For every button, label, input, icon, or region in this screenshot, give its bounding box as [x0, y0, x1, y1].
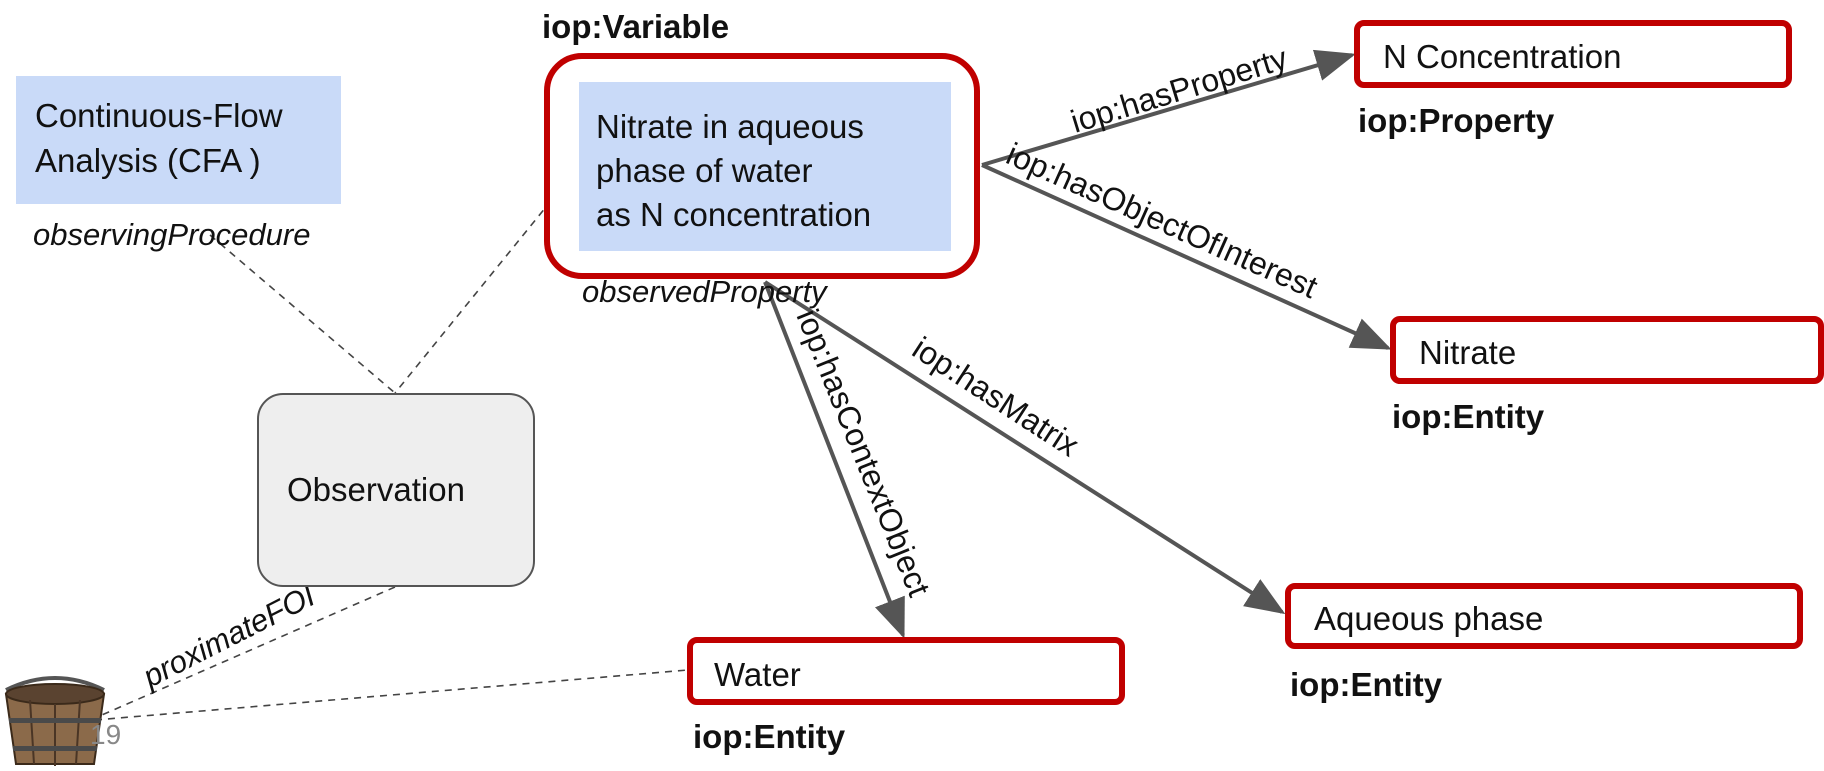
procedure-link	[209, 234, 396, 394]
context-type-label: iop:Entity	[693, 718, 846, 755]
has-property-label: iop:hasProperty	[1067, 40, 1292, 140]
variable-line-3: as N concentration	[596, 196, 872, 233]
procedure-box: Continuous-Flow Analysis (CFA )	[16, 76, 341, 204]
property-type-label: iop:Property	[1358, 102, 1555, 139]
property-node-label: N Concentration	[1383, 38, 1622, 75]
object-of-interest-type-label: iop:Entity	[1392, 398, 1545, 435]
has-context-object-arrow	[763, 281, 905, 639]
has-matrix-arrow	[763, 280, 1286, 615]
context-node: Water	[687, 637, 1125, 705]
has-property-arrow	[981, 49, 1356, 167]
observing-procedure-label: observingProcedure	[33, 217, 311, 252]
proximate-foi-link	[94, 586, 396, 719]
has-object-of-interest-label: iop:hasObjectOfInterest	[1001, 136, 1323, 306]
foi-water-link	[94, 669, 689, 721]
variable-line-1: Nitrate in aqueous	[596, 108, 864, 145]
observed-property-label: observedProperty	[582, 274, 827, 309]
context-node-label: Water	[714, 656, 801, 693]
observation-label: Observation	[287, 471, 465, 508]
object-of-interest-node: Nitrate	[1390, 316, 1824, 384]
has-matrix-label: iop:hasMatrix	[906, 330, 1085, 464]
variable-line-2: phase of water	[596, 152, 813, 189]
object-of-interest-node-label: Nitrate	[1419, 334, 1517, 371]
page-number: 19	[90, 719, 121, 750]
property-node: N Concentration	[1354, 20, 1792, 88]
observation-box: Observation	[257, 393, 535, 587]
procedure-line-1: Continuous-Flow	[35, 97, 283, 134]
variable-type-label: iop:Variable	[542, 8, 730, 45]
bucket-icon	[4, 676, 106, 766]
proximate-foi-label: proximateFOI	[136, 578, 320, 695]
variable-inner-box: Nitrate in aqueous phase of water as N c…	[579, 82, 951, 251]
matrix-type-label: iop:Entity	[1290, 666, 1443, 703]
matrix-node: Aqueous phase	[1285, 583, 1803, 649]
procedure-line-2: Analysis (CFA )	[35, 142, 261, 179]
has-object-of-interest-arrow	[981, 163, 1392, 350]
matrix-node-label: Aqueous phase	[1314, 600, 1544, 637]
variable-box: Nitrate in aqueous phase of water as N c…	[544, 53, 980, 279]
observed-property-link	[394, 169, 577, 394]
